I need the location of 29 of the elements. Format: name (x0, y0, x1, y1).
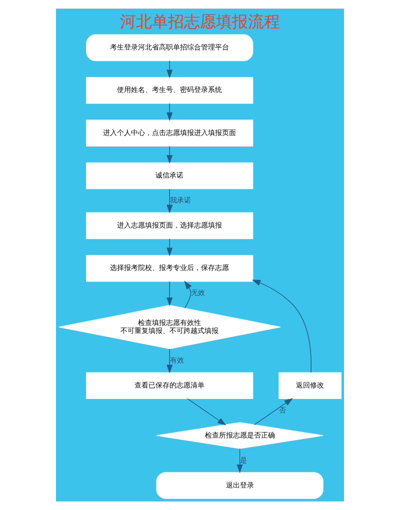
arrow (166, 188, 173, 214)
node-box: 进入志愿填报页面，选择志愿填报 (86, 212, 254, 240)
arrow (252, 280, 312, 373)
node-diamond: 检查填报志愿有效性 不可重复填报、不可跨越式填报 (58, 304, 281, 350)
edge-label: 否 (278, 405, 286, 414)
arrow (166, 348, 173, 374)
arrow (166, 146, 173, 164)
arrow (166, 103, 173, 122)
node-box: 退出登录 (156, 472, 324, 499)
node-box: 进入个人中心，点击志愿填报进入填报页面 (86, 120, 254, 146)
arrow (187, 398, 226, 426)
arrow (166, 281, 173, 306)
edge-label: 我承诺 (170, 196, 191, 205)
node-box: 考生登录河北省高职单招综合管理平台 (86, 34, 254, 62)
node-box: 使用姓名、考生号、密码登录系统 (86, 76, 254, 104)
node-box: 选择报考院校、报考专业后，保存志愿 (86, 255, 254, 282)
arrow (236, 448, 243, 474)
edge-label: 有效 (170, 355, 184, 364)
node-diamond: 检查所报志愿是否正确 (156, 422, 324, 449)
arrow (166, 238, 173, 256)
arrow (184, 280, 192, 309)
arrow (254, 398, 293, 426)
node-box: 返回修改 (278, 372, 342, 399)
node-box: 诚信承诺 (86, 162, 254, 190)
edge-label: 无效 (190, 288, 205, 298)
edge-label: 是 (240, 455, 247, 464)
arrow (166, 60, 173, 78)
diagram-title: 河北单招志愿填报流程 (120, 12, 280, 32)
node-box: 查看已保存的志愿清单 (86, 372, 254, 399)
